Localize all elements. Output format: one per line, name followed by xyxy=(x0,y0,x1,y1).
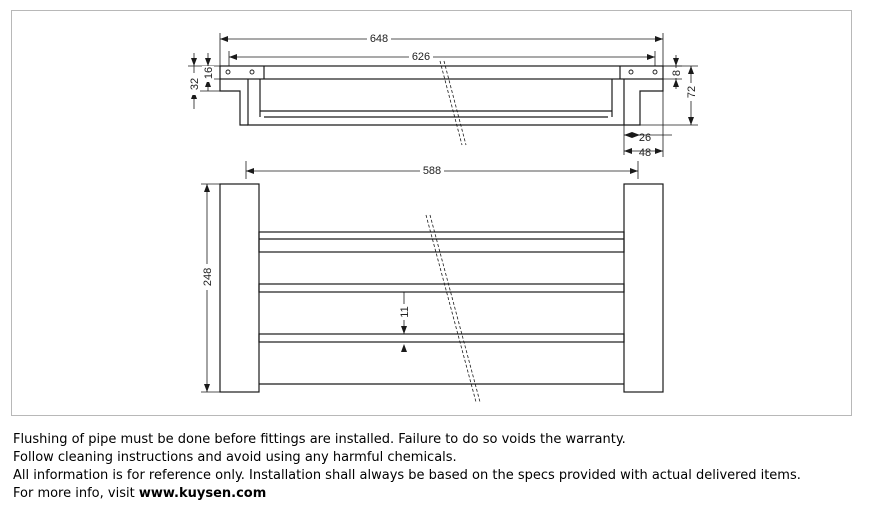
website-link[interactable]: www.kuysen.com xyxy=(138,486,267,501)
screw-hole-icon xyxy=(628,69,634,75)
dimension-arrowheads xyxy=(191,36,694,392)
dim-label-bracket-depth: 26 xyxy=(639,132,651,144)
dim-label-bracket-span: 588 xyxy=(423,165,441,177)
plan-bracket-right xyxy=(623,183,664,393)
notes-block: Flushing of pipe must be done before fit… xyxy=(13,431,863,503)
screw-hole-icon xyxy=(249,69,255,75)
dim-label-bar-gap: 11 xyxy=(399,306,411,317)
screw-hole-icon xyxy=(225,69,231,75)
front-view xyxy=(219,60,664,146)
note-more-info-prefix: For more info, visit xyxy=(13,486,139,501)
dim-label-plan-depth: 248 xyxy=(202,268,214,286)
plan-view xyxy=(219,183,664,403)
break-line xyxy=(425,214,477,403)
plan-bar xyxy=(258,333,625,343)
note-reference: All information is for reference only. I… xyxy=(13,468,801,483)
note-flushing: Flushing of pipe must be done before fit… xyxy=(13,432,626,447)
note-cleaning: Follow cleaning instructions and avoid u… xyxy=(13,450,457,465)
dim-label-overall-width: 648 xyxy=(370,33,388,45)
technical-drawing: 648 626 588 32 16 8 72 26 48 248 11 xyxy=(188,32,698,403)
front-bracket-left xyxy=(219,79,248,126)
front-bracket-right xyxy=(624,79,664,126)
dim-label-right-small: 8 xyxy=(671,70,683,76)
note-more-info: For more info, visit www.kuysen.com xyxy=(13,485,863,503)
screw-hole-icon xyxy=(652,69,658,75)
plan-front-rail xyxy=(258,231,625,253)
dim-label-top-height: 16 xyxy=(203,67,215,79)
dim-label-mount-depth: 48 xyxy=(639,147,651,159)
dim-label-inner-width: 626 xyxy=(412,51,430,63)
plan-bracket-left xyxy=(219,183,260,393)
dim-label-total-height: 72 xyxy=(686,86,698,98)
plan-bar xyxy=(258,283,625,293)
dimension-lines xyxy=(188,33,698,393)
technical-drawing-frame: 648 626 588 32 16 8 72 26 48 248 11 xyxy=(11,10,852,416)
break-line xyxy=(439,60,463,146)
dim-label-bracket-height: 32 xyxy=(189,78,201,90)
front-shelf-body xyxy=(247,79,625,126)
